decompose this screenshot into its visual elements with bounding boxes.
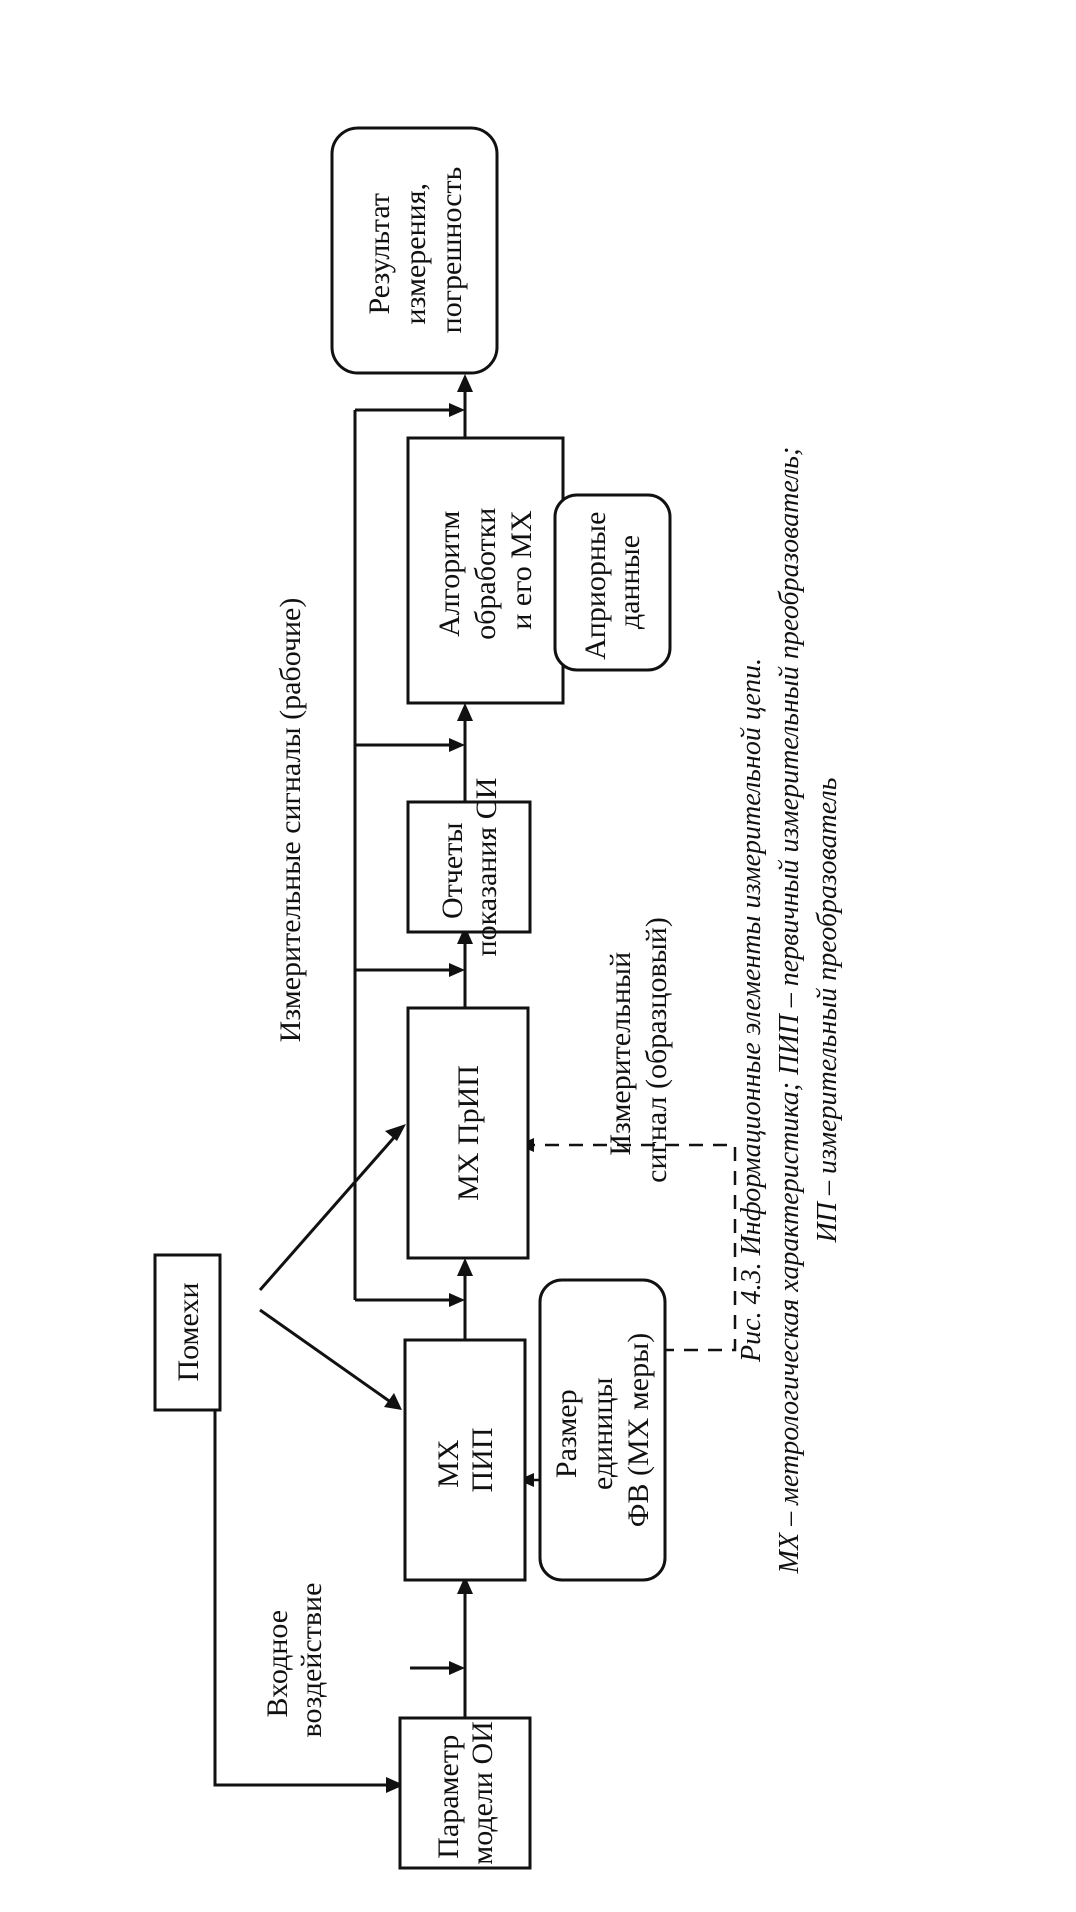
label-input-action: Входное воздействие xyxy=(261,1583,328,1738)
arrowhead xyxy=(457,1258,473,1276)
arrowhead xyxy=(385,1124,406,1141)
line-noise-to-mx-prip xyxy=(258,1132,400,1291)
block-apriori: Априорные данные xyxy=(553,493,672,672)
svg-text:Отчеты показания СИ: Отчеты показания СИ xyxy=(436,778,503,957)
block-algorithm: Алгоритм обработки и его МХ xyxy=(406,436,565,705)
svg-text:МХ ПрИП: МХ ПрИП xyxy=(452,1065,485,1201)
line-noise-to-mx-pip xyxy=(259,1308,393,1405)
arrowhead xyxy=(449,738,465,752)
block-readings: Отчеты показания СИ xyxy=(406,778,532,957)
caption-line-3: ИП – измерительный преобразователь xyxy=(812,778,843,1244)
arrowhead xyxy=(457,703,473,721)
block-parameter-model: Параметр модели ОИ xyxy=(398,1716,532,1870)
dashed-unit-to-mx-prip xyxy=(530,1143,737,1352)
block-unit-size: Размер единицы ФВ (МХ меры) xyxy=(538,1278,667,1582)
arrowhead xyxy=(449,1293,465,1307)
block-noise: Помехи xyxy=(153,1253,222,1412)
svg-text:Параметр модели ОИ: Параметр модели ОИ xyxy=(432,1721,499,1865)
line-noise-to-param xyxy=(213,1408,390,1787)
svg-text:Результат измерения,: Результат измерения, погрешность xyxy=(363,167,468,334)
caption-line-2: МХ – метрологическая характеристика; ПИП… xyxy=(774,447,805,1575)
arrowhead xyxy=(449,1661,465,1675)
caption-line-1: Рис. 4.3. Информационные элементы измери… xyxy=(736,658,767,1363)
label-working-signals: Измерительные сигналы (рабочие) xyxy=(274,598,307,1043)
block-result: Результат измерения, погрешность xyxy=(330,126,499,375)
svg-text:Алгоритм обработки: Алгоритм обработки и его МХ xyxy=(433,500,538,640)
svg-text:МХ ПИП: МХ ПИП xyxy=(432,1428,499,1493)
arrowhead xyxy=(457,926,473,944)
arrowhead xyxy=(384,1393,402,1410)
label-reference-signal: Измерительный сигнал (образцовый) xyxy=(604,917,673,1183)
figure-caption: Рис. 4.3. Информационные элементы измери… xyxy=(736,447,843,1575)
arrowhead xyxy=(449,963,465,977)
arrowhead xyxy=(449,403,465,417)
svg-text:Априорные данные: Априорные данные xyxy=(579,504,646,660)
arrowhead xyxy=(386,1777,404,1793)
arrowhead xyxy=(457,374,473,392)
arrowhead xyxy=(457,1576,473,1594)
svg-text:Размер единицы ФВ: Размер единицы ФВ (МХ меры) xyxy=(550,1333,655,1528)
svg-text:Помехи: Помехи xyxy=(172,1282,205,1381)
block-mx-pip: МХ ПИП xyxy=(403,1338,527,1582)
block-mx-prip: МХ ПрИП xyxy=(406,1006,530,1260)
